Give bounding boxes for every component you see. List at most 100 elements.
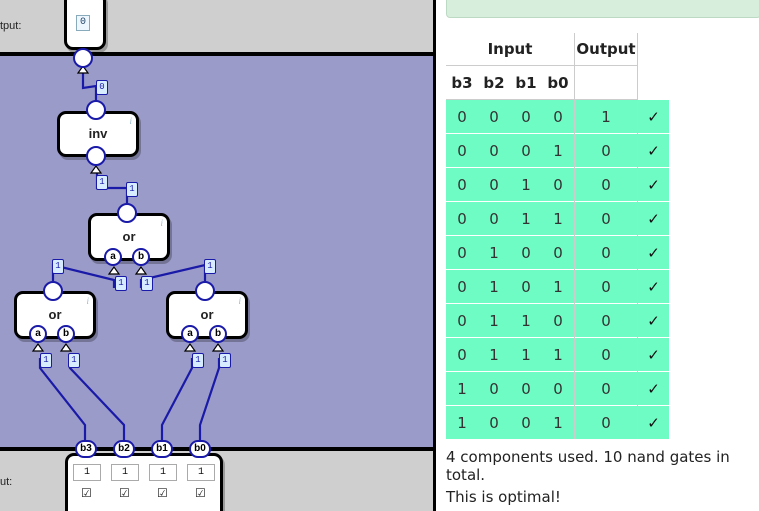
input-b0-checkbox[interactable]: ☑ (195, 486, 206, 500)
output-cell: 0 (574, 235, 638, 270)
input-node[interactable]: 1 1 1 1 ☑ ☑ ☑ ☑ (65, 453, 223, 511)
or-top-pin-b[interactable]: b (132, 248, 150, 266)
input-b0-value[interactable]: 1 (187, 464, 215, 481)
or-top-a-tag: 1 (115, 276, 127, 291)
or-right-output-port[interactable] (195, 281, 215, 301)
bit-cell: 1 (542, 337, 575, 372)
output-wire-tag: 0 (96, 80, 108, 95)
bit-cell: 1 (446, 371, 478, 406)
inv-in-tag: 1 (96, 175, 108, 190)
bit-cell: 0 (510, 235, 542, 270)
bit-cell: 1 (510, 201, 542, 236)
or-right-a-tag: 1 (192, 353, 204, 368)
input-b2-value[interactable]: 1 (111, 464, 139, 481)
or-right-pin-a[interactable]: a (181, 325, 199, 343)
or-right-pin-b[interactable]: b (209, 325, 227, 343)
or-out-tag: 1 (126, 182, 138, 197)
input-b3-pin[interactable]: b3 (75, 440, 97, 458)
bit-cell: 0 (510, 269, 542, 304)
bit-cell: 1 (510, 337, 542, 372)
bit-cell: 1 (510, 167, 542, 202)
bit-cell: 0 (542, 303, 575, 338)
bit-cell: 0 (446, 269, 478, 304)
arrow-ora-icon (107, 265, 121, 275)
input-b2-pin[interactable]: b2 (113, 440, 135, 458)
wire-b3 (38, 358, 87, 440)
or-left-out-tag: 1 (52, 259, 64, 274)
output-cell: 0 (574, 201, 638, 236)
circuit-canvas[interactable]: tput: ut: 0 0 i inv (0, 0, 436, 511)
check-mark-icon: ✓ (637, 371, 669, 406)
or-top-info-icon[interactable]: i (160, 218, 163, 228)
arrow-orright-a-icon (183, 342, 197, 352)
input-b3-value[interactable]: 1 (73, 464, 101, 481)
output-cell: 0 (574, 405, 638, 439)
or-right-info-icon[interactable]: i (238, 296, 241, 306)
input-b1-pin[interactable]: b1 (151, 440, 173, 458)
or-left-info-icon[interactable]: i (86, 296, 89, 306)
check-mark-icon: ✓ (637, 405, 669, 439)
or-left-pin-b[interactable]: b (57, 325, 75, 343)
arrow-orright-b-icon (211, 342, 225, 352)
bit-cell: 0 (510, 99, 542, 134)
bit-cell: 1 (542, 201, 575, 236)
bit-cell: 0 (478, 371, 510, 406)
arrow-orleft-a-icon (31, 342, 45, 352)
canvas-edge (433, 0, 436, 511)
bit-cell: 0 (446, 99, 478, 134)
check-mark-icon: ✓ (637, 167, 669, 202)
or-top-output-port[interactable] (117, 203, 137, 223)
optimal-text: This is optimal! (446, 488, 561, 506)
bit-cell: 1 (542, 269, 575, 304)
bit-cell: 1 (542, 133, 575, 168)
bit-cell: 1 (478, 269, 510, 304)
wire-inv-to-output (81, 71, 98, 101)
bit-cell: 0 (542, 371, 575, 406)
inv-info-icon[interactable]: i (129, 116, 132, 126)
input-b3-checkbox[interactable]: ☑ (81, 486, 92, 500)
input-b1-value[interactable]: 1 (149, 464, 177, 481)
or-left-output-port[interactable] (43, 281, 63, 301)
or-left-label: or (48, 307, 62, 322)
input-row-label: ut: (0, 476, 13, 488)
bit-cell: 0 (478, 99, 510, 134)
or-top-pin-a[interactable]: a (104, 248, 122, 266)
or-left-a-tag: 1 (40, 353, 52, 368)
bit-cell: 0 (446, 337, 478, 372)
output-cell: 0 (574, 371, 638, 406)
bit-cell: 0 (478, 405, 510, 439)
output-divider (0, 52, 436, 56)
or-left-pin-a[interactable]: a (29, 325, 47, 343)
bit-cell: 0 (510, 133, 542, 168)
bit-cell: 0 (542, 99, 575, 134)
output-row-label: tput: (0, 20, 22, 32)
arrow-output-icon (76, 64, 90, 74)
inv-output-port[interactable] (86, 146, 106, 166)
or-top-label: or (122, 229, 136, 244)
input-b2-checkbox[interactable]: ☑ (119, 486, 130, 500)
col-b2: b2 (478, 65, 510, 100)
input-b1-checkbox[interactable]: ☑ (157, 486, 168, 500)
input-b0-pin[interactable]: b0 (189, 440, 211, 458)
or-left-b-tag: 1 (68, 353, 80, 368)
summary-text: 4 components used. 10 nand gates in tota… (446, 448, 730, 484)
inv-input-port[interactable] (86, 100, 106, 120)
wire-b0 (198, 358, 221, 440)
check-mark-icon: ✓ (637, 269, 669, 304)
or-right-out-tag: 1 (204, 259, 216, 274)
inv-label: inv (88, 126, 108, 141)
or-top-b-tag: 1 (141, 276, 153, 291)
bit-cell: 0 (446, 133, 478, 168)
output-port[interactable] (73, 48, 93, 68)
bit-cell: 1 (542, 405, 575, 439)
check-mark-icon: ✓ (637, 235, 669, 270)
bit-cell: 1 (478, 337, 510, 372)
output-node[interactable]: 0 (64, 0, 106, 50)
col-b1: b1 (510, 65, 542, 100)
